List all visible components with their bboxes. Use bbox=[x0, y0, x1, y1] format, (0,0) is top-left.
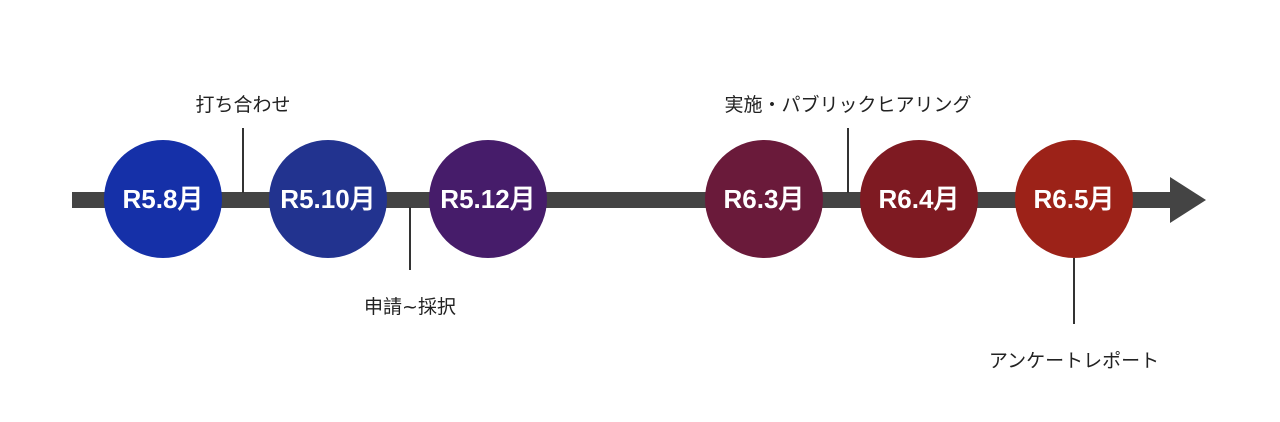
milestone-circle bbox=[705, 140, 823, 258]
milestone-circle bbox=[1015, 140, 1133, 258]
milestone-6: R6.5月 bbox=[1015, 140, 1133, 258]
milestone-label: R5.12月 bbox=[440, 184, 535, 214]
milestone-5: R6.4月 bbox=[860, 140, 978, 258]
milestone-circle bbox=[429, 140, 547, 258]
event-report-label: アンケートレポート bbox=[988, 350, 1160, 372]
event-apply-label: 申請~採択 bbox=[364, 296, 456, 318]
milestone-label: R5.10月 bbox=[280, 184, 375, 214]
milestone-group: R5.8月 R5.10月 R5.12月 R6.3月 R6.4月 R6.5月 bbox=[104, 140, 1133, 258]
timeline-arrowhead bbox=[1170, 177, 1206, 223]
milestone-circle bbox=[104, 140, 222, 258]
milestone-label: R6.4月 bbox=[879, 184, 960, 214]
event-meeting-label: 打ち合わせ bbox=[195, 94, 291, 116]
milestone-circle bbox=[860, 140, 978, 258]
milestone-2: R5.10月 bbox=[269, 140, 387, 258]
milestone-1: R5.8月 bbox=[104, 140, 222, 258]
milestone-label: R6.5月 bbox=[1034, 184, 1115, 214]
milestone-4: R6.3月 bbox=[705, 140, 823, 258]
milestone-3: R5.12月 bbox=[429, 140, 547, 258]
timeline-axis bbox=[72, 192, 1172, 208]
milestone-circle bbox=[269, 140, 387, 258]
event-hearing-label: 実施・パブリックヒアリング bbox=[724, 94, 972, 116]
milestone-label: R6.3月 bbox=[724, 184, 805, 214]
milestone-label: R5.8月 bbox=[123, 184, 204, 214]
